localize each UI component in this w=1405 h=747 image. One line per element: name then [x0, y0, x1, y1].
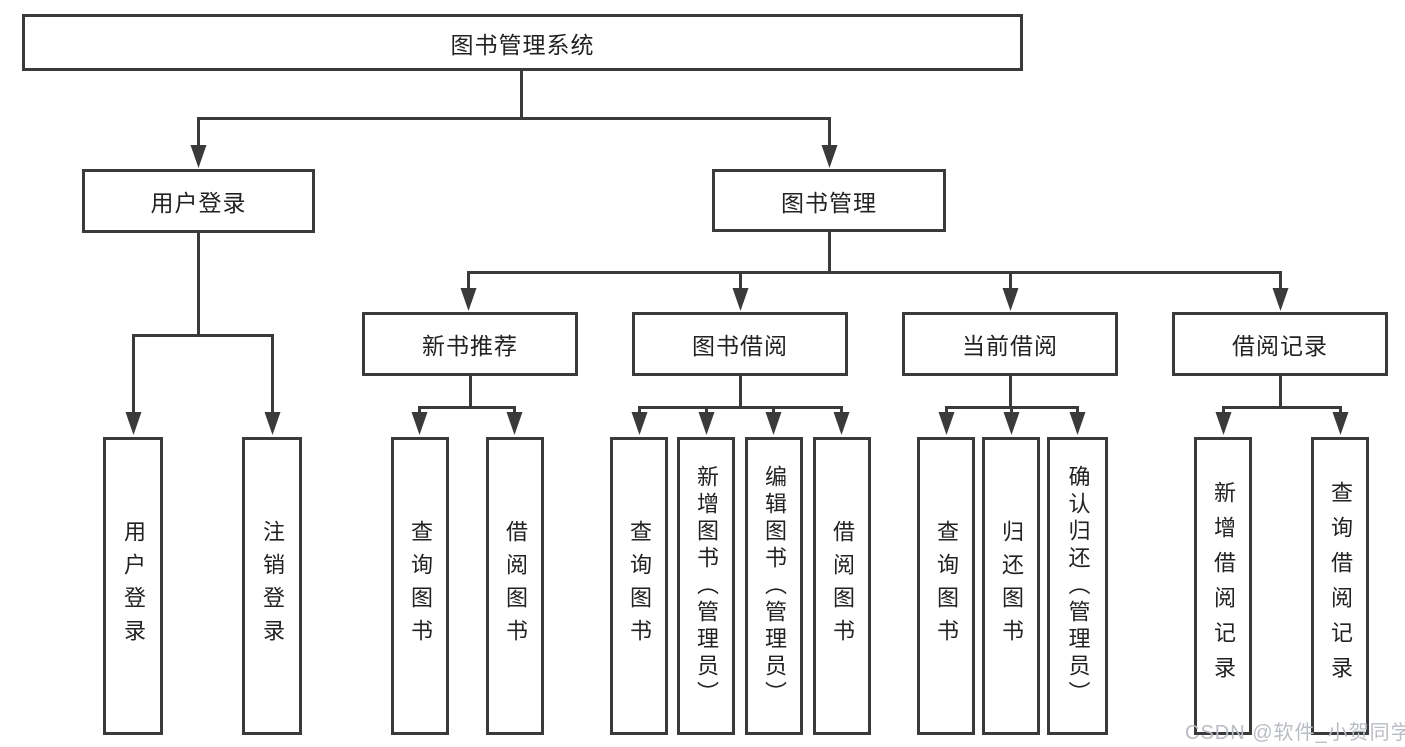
node-label: 新增借阅记录 [1211, 481, 1236, 691]
leaf-borrow-books-recommend: 借阅图书 [486, 437, 544, 735]
node-label: 确认归还（管理员） [1065, 464, 1091, 708]
node-label: 图书管理 [781, 189, 877, 216]
leaf-user-login: 用户登录 [103, 437, 163, 735]
edge-user-login-to-leaves [125, 233, 281, 435]
node-label: 查询图书 [934, 520, 959, 652]
node-label: 借阅记录 [1232, 333, 1328, 359]
node-label: 用户登录 [121, 520, 146, 652]
leaf-edit-books-admin: 编辑图书（管理员） [745, 437, 803, 735]
node-label: 查询图书 [627, 520, 652, 652]
edge-new-book-to-leaves [411, 376, 523, 435]
edge-current-borrow-to-leaves [938, 376, 1086, 435]
node-label: 查询借阅记录 [1328, 481, 1353, 691]
node-label: 归还图书 [999, 520, 1024, 652]
edge-book-borrow-to-leaves [631, 376, 850, 435]
node-label: 新书推荐 [422, 333, 518, 359]
leaf-borrow-books: 借阅图书 [813, 437, 871, 735]
edge-book-management-to-level3 [460, 232, 1289, 311]
node-book-borrow: 图书借阅 [632, 312, 848, 376]
node-root: 图书管理系统 [22, 14, 1023, 71]
node-label: 查询图书 [408, 520, 433, 652]
node-label: 当前借阅 [962, 333, 1058, 359]
node-label: 借阅图书 [830, 520, 855, 652]
node-label: 借阅图书 [503, 520, 528, 652]
node-new-book-recommend: 新书推荐 [362, 312, 578, 376]
node-label: 注销登录 [260, 520, 285, 652]
node-label: 新增图书（管理员） [694, 464, 719, 708]
edge-borrow-record-to-leaves [1215, 376, 1349, 435]
leaf-logout: 注销登录 [242, 437, 302, 735]
watermark: CSDN @软件_小贺同学 [1185, 722, 1405, 744]
node-label: 图书借阅 [692, 333, 788, 359]
leaf-return-books: 归还图书 [982, 437, 1040, 735]
node-borrow-record: 借阅记录 [1172, 312, 1388, 376]
node-label: 编辑图书（管理员） [762, 464, 787, 708]
node-book-management: 图书管理 [712, 169, 946, 232]
node-label: 图书管理系统 [450, 31, 595, 58]
node-label: 用户登录 [150, 190, 247, 216]
leaf-query-books-current: 查询图书 [917, 437, 975, 735]
node-user-login: 用户登录 [82, 169, 315, 233]
leaf-query-books-recommend: 查询图书 [391, 437, 449, 735]
leaf-add-borrow-record: 新增借阅记录 [1194, 437, 1252, 735]
leaf-query-borrow-record: 查询借阅记录 [1311, 437, 1369, 735]
leaf-query-books-borrow: 查询图书 [610, 437, 668, 735]
leaf-add-books-admin: 新增图书（管理员） [677, 437, 735, 735]
leaf-confirm-return-admin: 确认归还（管理员） [1047, 437, 1108, 735]
node-current-borrow: 当前借阅 [902, 312, 1118, 376]
edge-root-to-level2 [190, 71, 838, 168]
